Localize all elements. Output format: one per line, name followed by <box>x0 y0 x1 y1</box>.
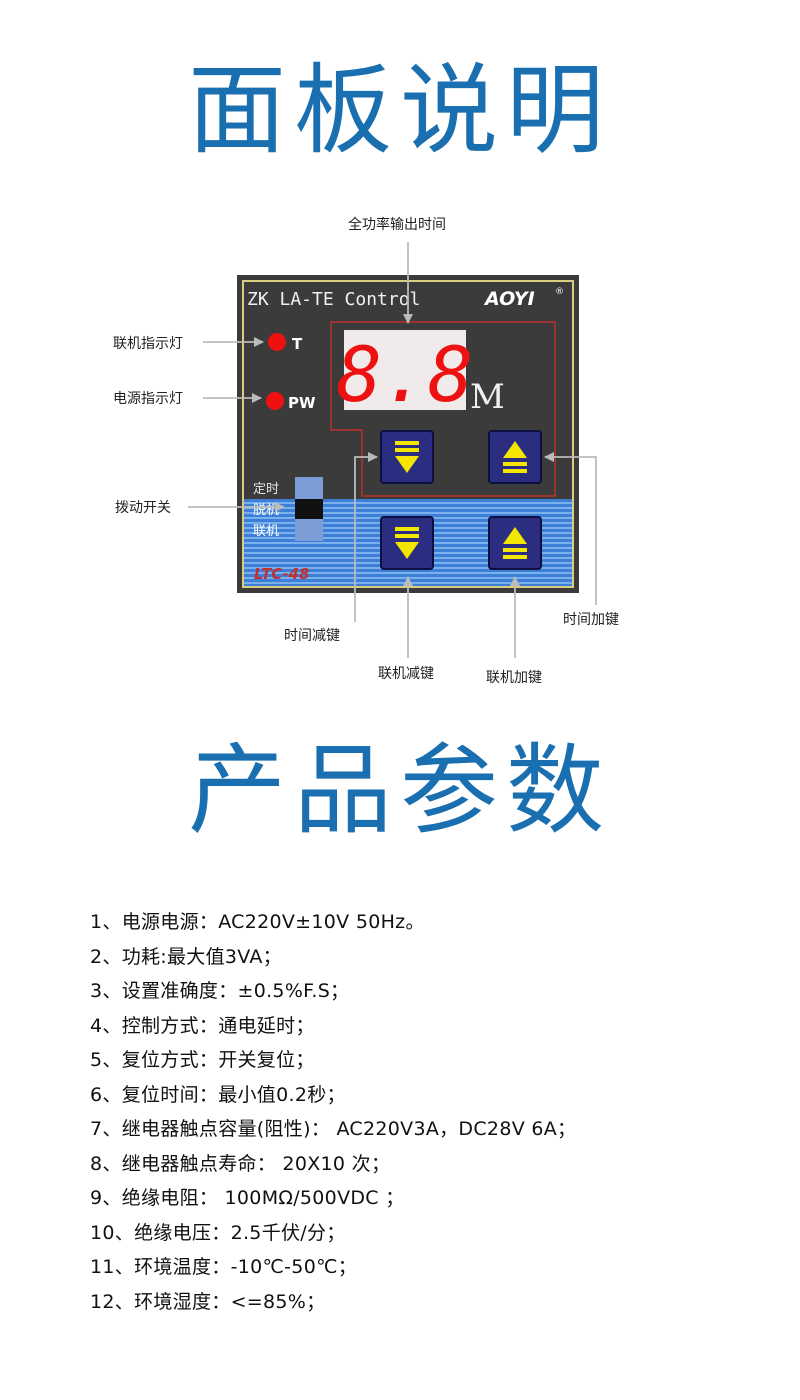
callout-power-indicator: 电源指示灯 <box>113 391 183 407</box>
spec-item: 5、复位方式：开关复位； <box>90 1049 315 1071</box>
link-indicator-led <box>268 333 286 351</box>
power-indicator-led <box>266 392 284 410</box>
spec-item: 8、继电器触点寿命： 20X10 次； <box>90 1152 391 1175</box>
indicator-t-label: T <box>292 335 303 353</box>
spec-item: 3、设置准确度：±0.5%F.S； <box>90 980 350 1002</box>
callout-time-down-key: 时间减键 <box>284 628 340 644</box>
control-panel-diagram: ZK LA-TE Control AOYI ® T PW 8.8 M 定时 脱机… <box>188 242 597 658</box>
time-down-button[interactable] <box>380 430 434 484</box>
link-up-button[interactable] <box>488 516 542 570</box>
panel-model-text: ZK LA-TE Control <box>247 289 420 310</box>
callout-link-down-key: 联机减键 <box>378 666 434 682</box>
display-value: 8.8 <box>336 330 473 419</box>
callout-full-power-time: 全功率输出时间 <box>348 217 446 233</box>
panel-section-title: 面板说明 <box>187 54 612 168</box>
callout-toggle-switch: 拨动开关 <box>115 500 171 516</box>
switch-label-timer: 定时 <box>253 482 279 497</box>
callout-link-up-key: 联机加键 <box>486 670 542 686</box>
toggle-switch[interactable] <box>295 477 323 541</box>
panel-model-tag: LTC-48 <box>254 565 309 583</box>
panel-brand: AOYI <box>483 288 535 310</box>
arrow-time-up <box>544 452 597 605</box>
spec-item: 11、环境温度：-10℃-50℃； <box>90 1256 358 1278</box>
indicator-pw-label: PW <box>288 394 316 412</box>
display-unit: M <box>470 377 505 417</box>
spec-item: 2、功耗:最大值3VA； <box>90 945 282 968</box>
switch-label-online: 联机 <box>253 524 279 539</box>
link-down-button[interactable] <box>380 516 434 570</box>
panel-brand-mark: ® <box>555 287 564 297</box>
callout-link-indicator: 联机指示灯 <box>113 336 183 352</box>
params-section-title: 产品参数 <box>187 734 612 848</box>
spec-item: 10、绝缘电压：2.5千伏/分； <box>90 1221 346 1244</box>
spec-item: 4、控制方式：通电延时； <box>90 1014 315 1037</box>
spec-item: 1、电源电源：AC220V±10V 50Hz。 <box>90 911 425 933</box>
spec-item: 9、绝缘电阻： 100MΩ/500VDC ； <box>90 1187 405 1209</box>
time-up-button[interactable] <box>488 430 542 484</box>
display-group-outline <box>330 321 556 497</box>
digital-display <box>344 330 466 410</box>
spec-item: 7、继电器触点容量(阻性)： AC220V3A，DC28V 6A； <box>90 1118 577 1140</box>
switch-label-offline: 脱机 <box>253 503 279 518</box>
arrow-time-down <box>354 452 378 622</box>
spec-item: 12、环境湿度：<=85%； <box>90 1290 326 1313</box>
spec-list: 1、电源电源：AC220V±10V 50Hz。 2、功耗:最大值3VA； 3、设… <box>90 905 576 1319</box>
spec-item: 6、复位时间：最小值0.2秒； <box>90 1083 346 1106</box>
callout-time-up-key: 时间加键 <box>563 612 619 628</box>
